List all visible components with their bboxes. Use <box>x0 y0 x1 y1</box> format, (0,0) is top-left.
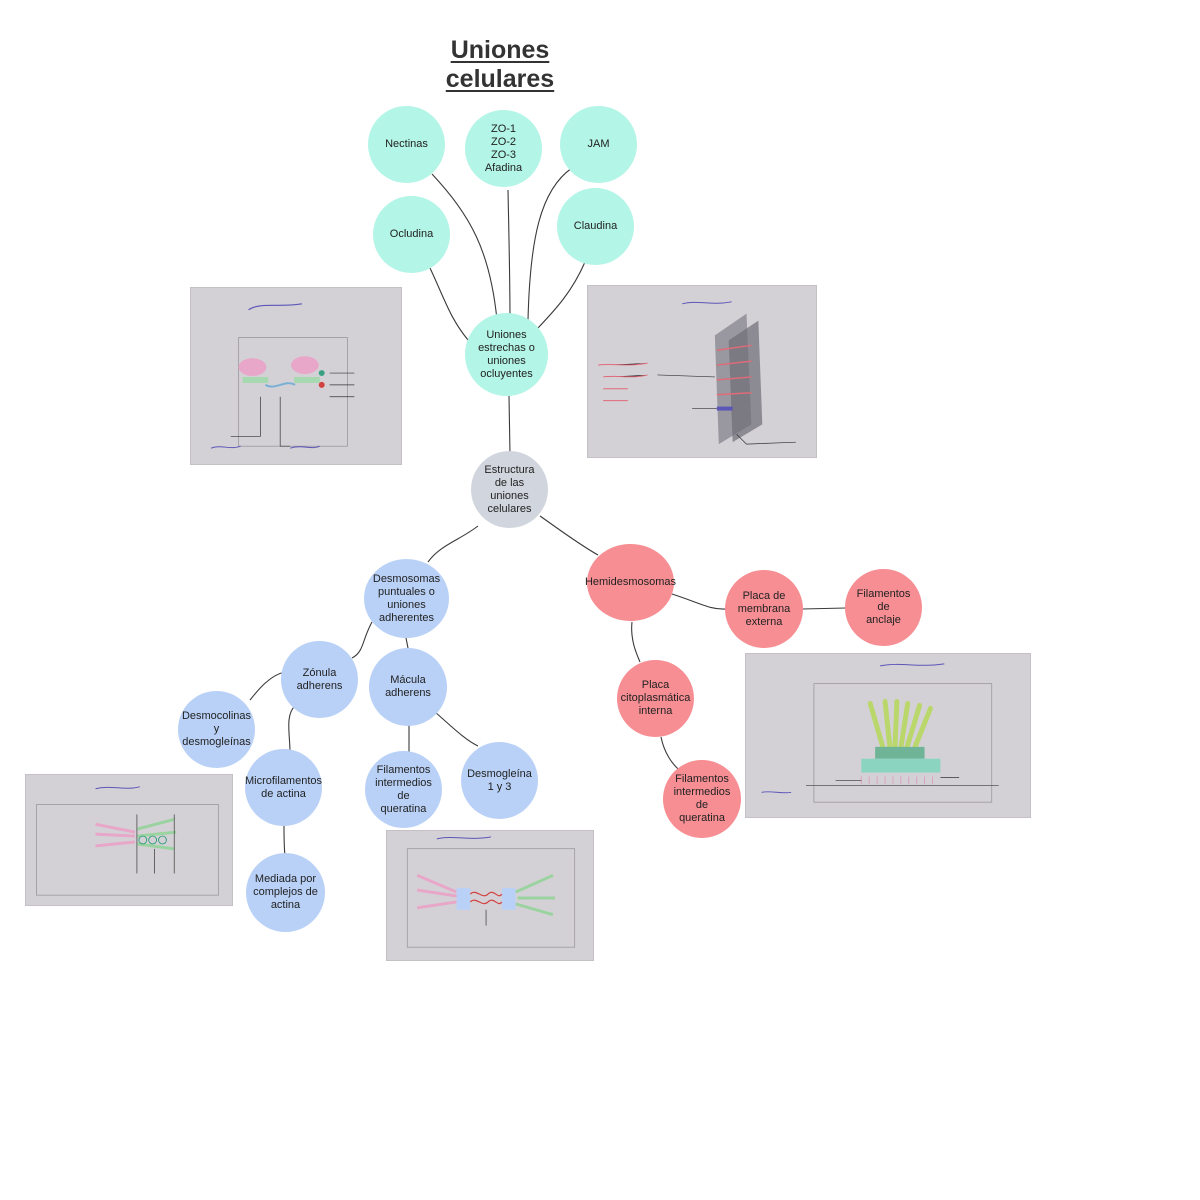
edge-jam <box>527 167 573 321</box>
node-jam: JAM <box>560 106 637 183</box>
node-filamentos-anclaje: Filamentos de anclaje <box>845 569 922 646</box>
node-zonula-adherens: Zónula adherens <box>281 641 358 718</box>
zonula-adherens-sketch-photo <box>25 774 233 906</box>
node-ocludina: Ocludina <box>373 196 450 273</box>
node-desmogleina: Desmogleína 1 y 3 <box>461 742 538 819</box>
edge-desmosomas-zonula <box>351 621 373 659</box>
edge-zo-afadina <box>507 189 511 321</box>
edge-hemi-placa-citoplasmatica <box>631 621 641 663</box>
node-placa-membrana: Placa de membrana externa <box>725 570 803 648</box>
node-desmocolinas: Desmocolinas y desmogleínas <box>178 691 255 768</box>
node-macula-adherens: Mácula adherens <box>369 648 447 726</box>
node-zo-afadina: ZO-1 ZO-2 ZO-3 Afadina <box>465 110 542 187</box>
edge-ocludina <box>429 267 469 341</box>
diagram-title: Uniones celulares <box>445 36 555 93</box>
node-hemidesmosomas: Hemidesmosomas <box>585 544 676 621</box>
node-mediada-actina: Mediada por complejos de actina <box>246 853 325 932</box>
edge-zonula-microfilamentos <box>288 705 296 753</box>
hemidesmosome-sketch-photo <box>745 653 1031 818</box>
edge-desmosomas-macula <box>405 637 409 649</box>
macula-adherens-sketch-photo <box>386 830 594 961</box>
edge-microfilamentos-mediada <box>283 824 286 856</box>
node-nectinas: Nectinas <box>368 106 445 183</box>
edge-nectinas <box>431 173 498 321</box>
tight-junction-sketch-photo <box>190 287 402 465</box>
node-filamentos-queratina-1: Filamentos intermedios de queratina <box>365 751 442 828</box>
node-estructura: Estructura de las uniones celulares <box>471 451 548 528</box>
edge-zonula-desmocolinas <box>249 671 286 701</box>
node-claudina: Claudina <box>557 188 634 265</box>
edge-estructura-desmosomas <box>427 525 479 563</box>
node-microfilamentos: Microfilamentos de actina <box>245 749 322 826</box>
edge-claudina <box>537 261 586 329</box>
node-desmosomas-puntuales: Desmosomas puntuales o uniones adherente… <box>364 559 449 638</box>
edge-estructura-hemidesmosomas <box>539 515 599 556</box>
node-placa-citoplasmatica: Placa citoplasmática interna <box>617 660 694 737</box>
edge-estrechas-estructura <box>508 395 511 456</box>
node-uniones-estrechas: Uniones estrechas o uniones ocluyentes <box>465 313 548 396</box>
edge-macula-desmogleina <box>434 711 479 747</box>
edge-hemi-placa-membrana <box>671 593 727 610</box>
node-filamentos-queratina-2: Filamentos intermedios de queratina <box>663 760 741 838</box>
tight-junction-3d-sketch-photo <box>587 285 817 458</box>
edge-placa-filamentos-anclaje <box>801 607 847 610</box>
